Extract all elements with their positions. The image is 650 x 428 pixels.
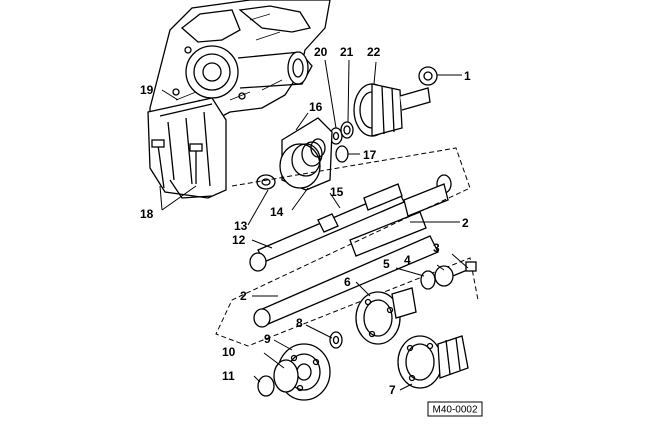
- outer-boot: [279, 117, 333, 191]
- inner-joint-6: [355, 287, 417, 345]
- callout-4: 4: [404, 253, 411, 267]
- boot-clamp: [256, 174, 276, 190]
- callout-2-upper: 2: [462, 216, 469, 230]
- callout-18: 18: [140, 207, 154, 221]
- reference-code-box: M40-0002: [427, 401, 483, 417]
- dashed-assembly-outline: [215, 147, 479, 347]
- callout-1: 1: [464, 69, 471, 83]
- callout-21: 21: [340, 45, 354, 59]
- spacer-ring: [340, 121, 354, 139]
- callout-2-lower: 2: [240, 289, 247, 303]
- callout-5: 5: [383, 257, 390, 271]
- callout-10: 10: [222, 345, 236, 359]
- washer-5: [420, 270, 436, 290]
- callout-8: 8: [296, 316, 303, 330]
- heat-shield: [147, 97, 227, 199]
- callout-22: 22: [367, 45, 381, 59]
- cage-10: [273, 359, 299, 393]
- callout-19: 19: [140, 83, 154, 97]
- outer-cv-joint: [353, 83, 431, 137]
- callout-13: 13: [234, 219, 248, 233]
- callout-12: 12: [232, 233, 246, 247]
- washer-8: [329, 331, 343, 349]
- callout-9: 9: [264, 332, 271, 346]
- inner-boot-7: [397, 335, 469, 389]
- circlip-11: [257, 375, 275, 397]
- plate-4: [434, 265, 454, 287]
- callout-14: 14: [270, 205, 284, 219]
- axle-nut: [418, 66, 438, 86]
- callout-17: 17: [363, 148, 377, 162]
- callout-7: 7: [389, 383, 396, 397]
- callout-3: 3: [433, 241, 440, 255]
- callout-labels: 1 2 2 3 4 5 6 7 8 9 10 11 12 13 14 15 16…: [140, 45, 471, 397]
- callout-11: 11: [222, 369, 235, 383]
- circlip: [335, 145, 349, 163]
- callout-20: 20: [314, 45, 328, 59]
- bolt-pair: [151, 139, 203, 189]
- leader-lines: [159, 59, 469, 391]
- callout-6: 6: [344, 275, 351, 289]
- splined-end-12: [249, 252, 267, 272]
- lower-shaft: [253, 174, 452, 328]
- callout-15: 15: [330, 185, 344, 199]
- callout-16: 16: [309, 100, 323, 114]
- reference-code: M40-0002: [432, 405, 477, 416]
